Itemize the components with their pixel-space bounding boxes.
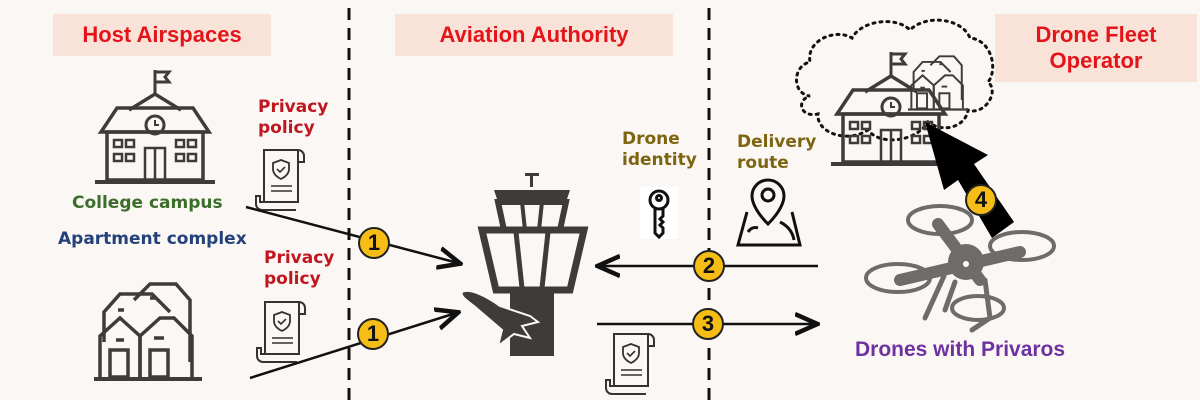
step-badge-4: 4 bbox=[965, 184, 997, 216]
privacy-policy-scroll-icon bbox=[255, 149, 305, 211]
privacy-policy-label: Privacy policy bbox=[258, 97, 329, 138]
privacy-policy-scroll-icon bbox=[605, 333, 655, 395]
drones-label: Drones with Privaros bbox=[855, 338, 1066, 361]
header-aviation-authority: Aviation Authority bbox=[395, 14, 673, 56]
privacy-policy-label: Privacy policy bbox=[264, 248, 335, 289]
control-tower-icon bbox=[460, 173, 589, 356]
delivery-route-label: Delivery route bbox=[737, 132, 817, 173]
apartment-complex-icon bbox=[92, 282, 204, 381]
header-drone-fleet-operator: Drone Fleet Operator bbox=[995, 14, 1197, 82]
privacy-policy-scroll-icon bbox=[256, 301, 306, 363]
step-badge-3: 3 bbox=[692, 308, 724, 340]
step-badge-2: 2 bbox=[693, 250, 725, 282]
step-badge-1: 1 bbox=[357, 318, 389, 350]
arrow-step-1-apartment bbox=[249, 313, 456, 380]
apartment-complex-label: Apartment complex bbox=[58, 229, 247, 249]
college-campus-icon bbox=[93, 68, 217, 184]
delivery-route-icon bbox=[736, 178, 802, 247]
drone-icon bbox=[864, 204, 1056, 333]
step-badge-1: 1 bbox=[358, 227, 390, 259]
arrow-step-1-campus bbox=[245, 205, 458, 263]
drone-identity-label: Drone identity bbox=[622, 129, 697, 170]
key-icon bbox=[648, 189, 670, 240]
college-campus-label: College campus bbox=[72, 193, 223, 213]
header-host-airspaces: Host Airspaces bbox=[53, 14, 271, 56]
